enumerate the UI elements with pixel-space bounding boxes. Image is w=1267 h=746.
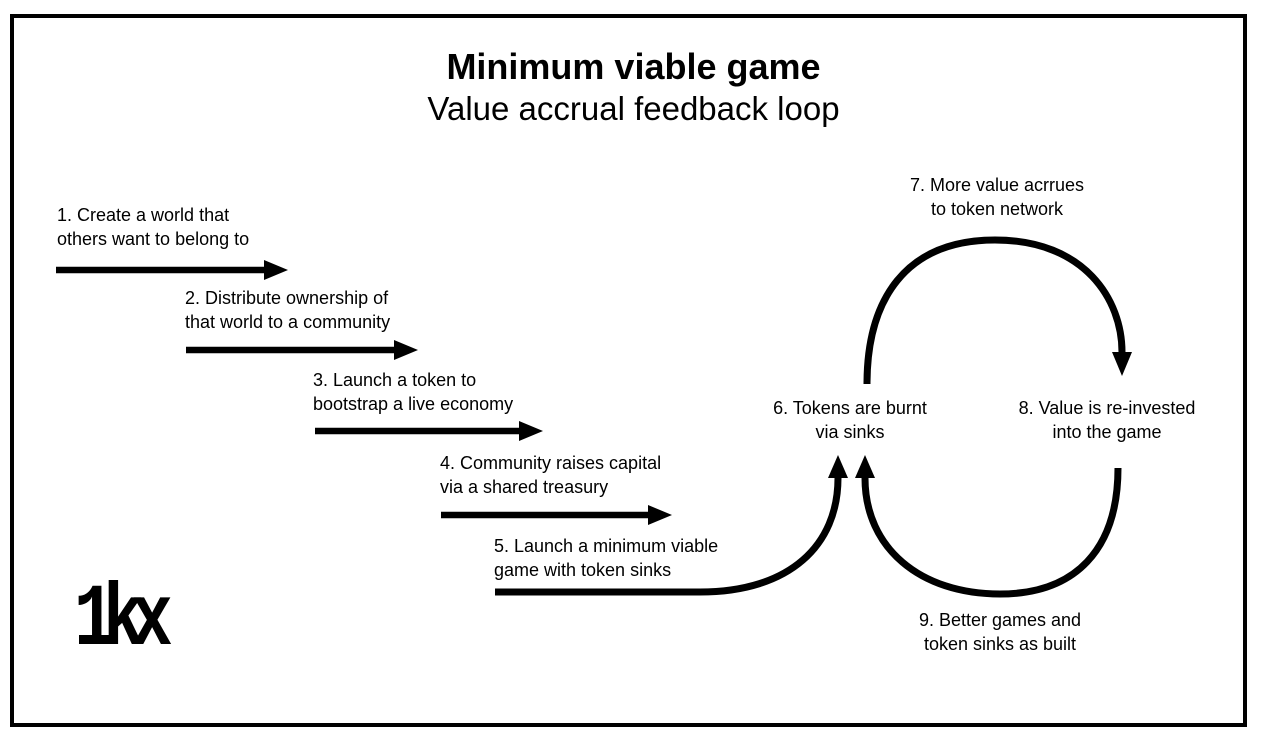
- step-8-line1: 8. Value is re-invested: [1018, 398, 1196, 418]
- step-6-line2: via sinks: [815, 422, 885, 442]
- step-3-line2: bootstrap a live economy: [313, 394, 514, 414]
- title-block: Minimum viable game Value accrual feedba…: [0, 46, 1267, 130]
- outer-border: [10, 14, 1247, 727]
- step-7-line2: to token network: [930, 199, 1064, 219]
- step-2-line2: that world to a community: [185, 312, 391, 332]
- step-3-label: 3. Launch a token to bootstrap a live ec…: [313, 368, 513, 416]
- step-4-label: 4. Community raises capital via a shared…: [440, 451, 661, 499]
- step-1-line2: others want to belong to: [57, 229, 250, 249]
- step-8-label: 8. Value is re-invested into the game: [977, 396, 1237, 444]
- step-2-label: 2. Distribute ownership of that world to…: [185, 286, 390, 334]
- 1kx-logo: 1kx: [74, 572, 173, 671]
- step-4-line1: 4. Community raises capital: [440, 453, 662, 473]
- step-6-label: 6. Tokens are burnt via sinks: [720, 396, 980, 444]
- step-1-line1: 1. Create a world that: [57, 205, 230, 225]
- step-4-line2: via a shared treasury: [440, 477, 609, 497]
- step-8-line2: into the game: [1052, 422, 1162, 442]
- page-subtitle: Value accrual feedback loop: [427, 90, 840, 127]
- step-9-line1: 9. Better games and: [918, 610, 1082, 630]
- step-7-line1: 7. More value acrrues: [909, 175, 1085, 195]
- step-2-line1: 2. Distribute ownership of: [185, 288, 389, 308]
- step-9-label: 9. Better games and token sinks as built: [870, 608, 1130, 656]
- step-5-line2: game with token sinks: [494, 560, 672, 580]
- step-5-label: 5. Launch a minimum viable game with tok…: [494, 534, 718, 582]
- step-7-label: 7. More value acrrues to token network: [867, 173, 1127, 221]
- page-title: Minimum viable game: [446, 46, 821, 87]
- step-3-line1: 3. Launch a token to: [313, 370, 477, 390]
- step-5-line1: 5. Launch a minimum viable: [494, 536, 719, 556]
- step-6-line1: 6. Tokens are burnt: [773, 398, 927, 418]
- step-1-label: 1. Create a world that others want to be…: [57, 203, 249, 251]
- step-9-line2: token sinks as built: [923, 634, 1077, 654]
